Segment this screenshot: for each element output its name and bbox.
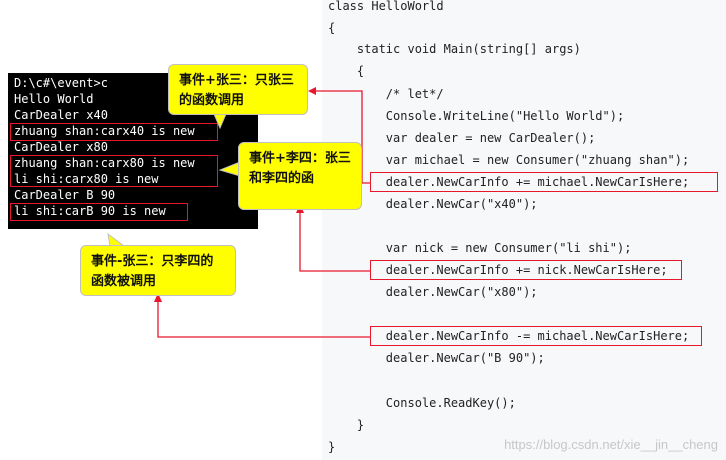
callout-pointer-second: [218, 161, 241, 177]
arrow-line-second: [299, 212, 370, 272]
console-highlight-first-event: [10, 123, 218, 141]
code-line: Console.WriteLine("Hello World");: [328, 109, 625, 123]
code-highlight-add-nick: [370, 260, 682, 280]
code-line: {: [328, 21, 336, 35]
code-line: static void Main(string[] args): [328, 42, 581, 56]
code-line: var nick = new Consumer("li shi");: [328, 241, 632, 255]
arrow-head-third: [154, 293, 162, 302]
watermark: https://blog.csdn.net/xie__jin__cheng: [504, 437, 718, 452]
code-line: dealer.NewCar("B 90");: [328, 351, 545, 365]
arrow-line-first: [314, 90, 370, 184]
code-line: }: [328, 418, 365, 432]
code-highlight-remove-michael: [370, 326, 702, 346]
console-line: Hello World: [14, 92, 94, 106]
code-editor-panel: class HelloWorld { static void Main(stri…: [322, 0, 726, 460]
code-line: {: [328, 64, 365, 78]
callout-pointer-first: [213, 113, 227, 130]
callout-first-event: 事件+张三：只张三的函数调用: [168, 64, 308, 115]
code-line: dealer.NewCarInfo += nick.NewCarIsHere;: [328, 263, 668, 277]
code-line: Console.ReadKey();: [328, 396, 516, 410]
console-line: D:\c#\event>c: [14, 76, 108, 90]
console-line: li shi:carB 90 is new: [14, 204, 166, 218]
code-line: dealer.NewCarInfo += michael.NewCarIsHer…: [328, 175, 690, 189]
code-highlight-add-michael: [370, 172, 718, 192]
code-line: }: [328, 440, 336, 454]
console-highlight-second-event: [10, 155, 218, 187]
code-line: var michael = new Consumer("zhuang shan"…: [328, 153, 690, 167]
arrow-line-third: [157, 300, 370, 338]
arrow-head-first: [308, 87, 316, 95]
console-line: zhuang shan:carx80 is new: [14, 156, 195, 170]
code-line: /* let*/: [328, 87, 444, 101]
console-line: li shi:carx80 is new: [14, 172, 159, 186]
console-line: CarDealer x40: [14, 108, 108, 122]
code-line: dealer.NewCarInfo -= michael.NewCarIsHer…: [328, 329, 690, 343]
console-line: CarDealer x80: [14, 140, 108, 154]
callout-third-event: 事件-张三：只李四的函数被调用: [80, 245, 236, 296]
console-highlight-third-event: [10, 203, 188, 221]
code-line: dealer.NewCar("x40");: [328, 197, 538, 211]
console-line: zhuang shan:carx40 is new: [14, 124, 195, 138]
console-line: CarDealer B 90: [14, 188, 116, 202]
code-line: class HelloWorld: [328, 0, 444, 13]
code-line: dealer.NewCar("x80");: [328, 285, 538, 299]
callout-second-event: 事件+李四：张三和李四的函: [238, 142, 362, 210]
code-line: var dealer = new CarDealer();: [328, 131, 596, 145]
